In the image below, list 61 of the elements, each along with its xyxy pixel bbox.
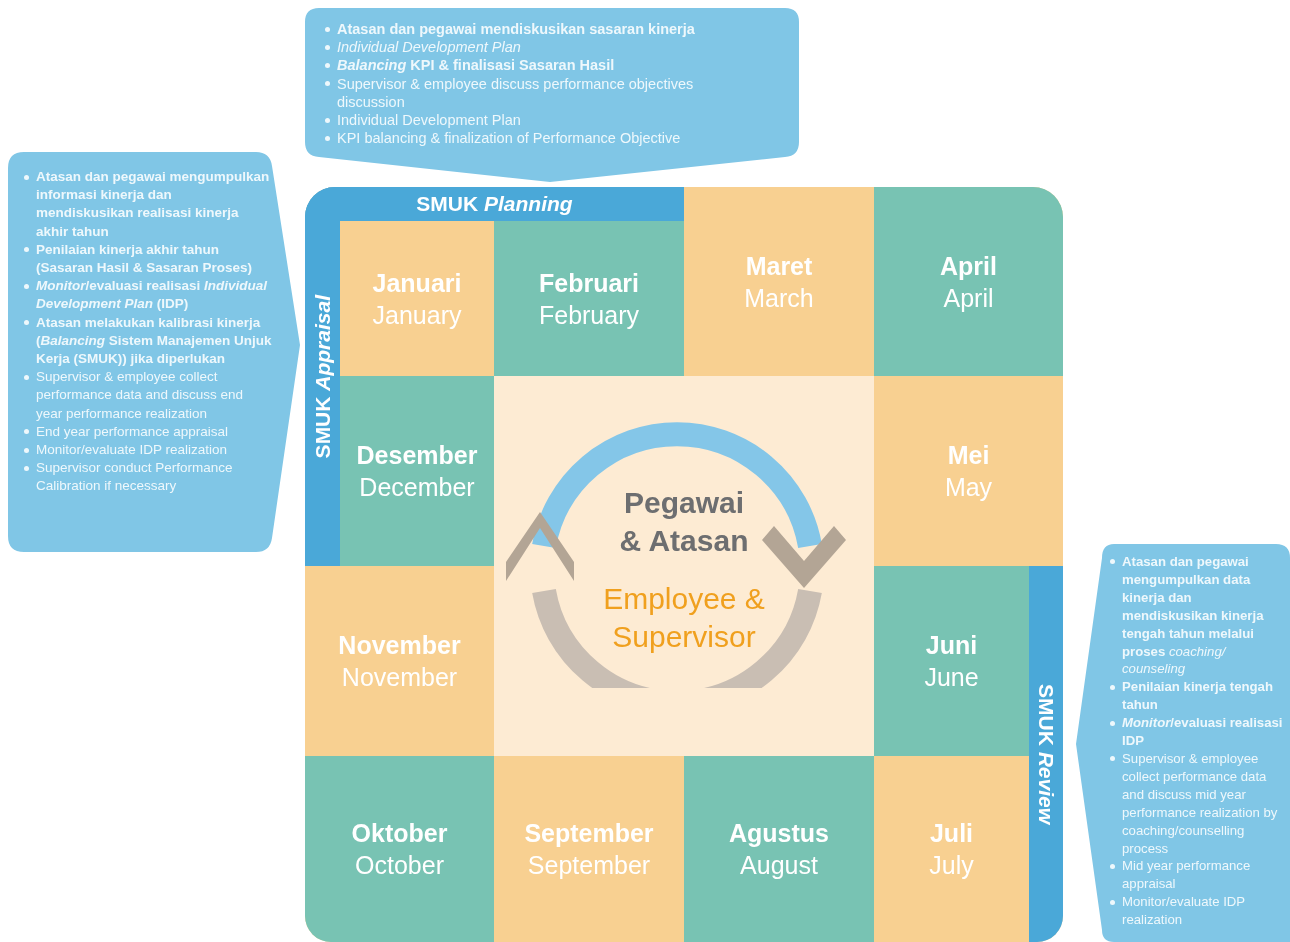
center-panel bbox=[494, 376, 874, 756]
month-name: September bbox=[524, 818, 654, 849]
month-name: Juni bbox=[925, 630, 978, 661]
bullet-text: Monitor/evaluasi realisasi Individual Development Plan (IDP) bbox=[36, 278, 268, 312]
month-name-english: October bbox=[355, 850, 444, 881]
bullet-text: Penilaian kinerja tengah tahun bbox=[1122, 679, 1273, 713]
month-cell bbox=[874, 187, 1063, 376]
month-cell bbox=[340, 376, 494, 566]
phase-label: SMUK Planning bbox=[416, 192, 573, 216]
month-name: November bbox=[338, 630, 461, 661]
month-name-english: February bbox=[538, 299, 639, 331]
bullet-text: Mid year performance appraisal bbox=[1122, 858, 1251, 892]
bullet-text: End year performance appraisal bbox=[36, 423, 229, 439]
callout-bubble bbox=[8, 152, 300, 554]
bullet-text: Atasan melakukan kalibrasi kinerja (Balancing Sistem Manajemen Unjuk Kerja (SMUK)) jika diperlukan bbox=[36, 314, 272, 367]
month-cell bbox=[494, 221, 684, 376]
bullet-text: Supervisor & employee discuss performance objectives discussion bbox=[337, 75, 694, 110]
month-name-english: May bbox=[944, 472, 993, 503]
phase-label: SMUK Appraisal bbox=[310, 294, 335, 459]
bullet-text: KPI balancing & finalization of Performance Objective bbox=[337, 130, 681, 147]
center-subtitle: Employee & Supervisor bbox=[602, 581, 766, 655]
month-name-english: April bbox=[943, 282, 994, 314]
center-title: Pegawai & Atasan bbox=[618, 485, 750, 559]
month-name-english: September bbox=[527, 850, 651, 881]
bullet-text: Monitor/evaluasi realisasi IDP bbox=[1122, 715, 1283, 749]
bullet-text: Supervisor & employee collect performance data and discuss mid year performance realization by coaching/counselling process bbox=[1122, 750, 1278, 856]
month-name: Maret bbox=[745, 250, 813, 282]
bullet-text: Monitor/evaluate IDP realization bbox=[36, 442, 228, 458]
bullet-text: Individual Development Plan bbox=[337, 39, 521, 56]
month-name-english: December bbox=[359, 472, 475, 503]
month-name-english: August bbox=[740, 850, 818, 881]
phase-bar bbox=[305, 187, 340, 566]
month-name-english: March bbox=[744, 282, 814, 314]
bullet-text: Atasan dan pegawai mendiskusikan sasaran kinerja bbox=[337, 21, 695, 37]
bullet-text: Atasan dan pegawai mengumpulkan informasi kinerja dan mendiskusikan realisasi kinerja akhir tahun bbox=[36, 169, 270, 239]
month-cell bbox=[874, 566, 1029, 756]
phase-bar bbox=[1029, 566, 1063, 942]
bullet-text: Supervisor & employee collect performance data and discuss end year performance realization bbox=[36, 369, 244, 421]
bullet-text: Atasan dan pegawai mengumpulkan data kinerja dan mendiskusikan kinerja tengah tahun melalui proses coaching/ counseling bbox=[1122, 554, 1264, 677]
callout-bubble bbox=[1076, 544, 1290, 942]
month-name-english: July bbox=[929, 850, 974, 881]
month-name-english: January bbox=[372, 299, 462, 331]
month-name-english: June bbox=[924, 662, 979, 693]
month-name: Juli bbox=[929, 818, 974, 849]
bullet-text: Penilaian kinerja akhir tahun (Sasaran Hasil & Sasaran Proses) bbox=[36, 241, 253, 275]
bullet-text: Individual Development Plan bbox=[337, 112, 521, 128]
month-name: Januari bbox=[372, 267, 462, 299]
month-name: Oktober bbox=[351, 818, 448, 849]
month-name: Mei bbox=[947, 440, 990, 471]
month-cell bbox=[684, 756, 874, 942]
month-cell bbox=[305, 756, 494, 942]
month-name: Februari bbox=[539, 267, 639, 299]
month-name: Desember bbox=[356, 440, 478, 471]
phase-label: SMUK Review bbox=[1034, 683, 1058, 824]
bullet-text: Supervisor conduct Performance Calibration if necessary bbox=[36, 460, 233, 494]
callout-bubble bbox=[305, 8, 799, 184]
month-name-english: November bbox=[341, 662, 458, 693]
bullet-text: Balancing KPI & finalisasi Sasaran Hasil bbox=[337, 57, 615, 74]
month-name: April bbox=[940, 250, 997, 282]
bullet-text: Monitor/evaluate IDP realization bbox=[1122, 894, 1245, 928]
month-name: Agustus bbox=[729, 818, 829, 849]
